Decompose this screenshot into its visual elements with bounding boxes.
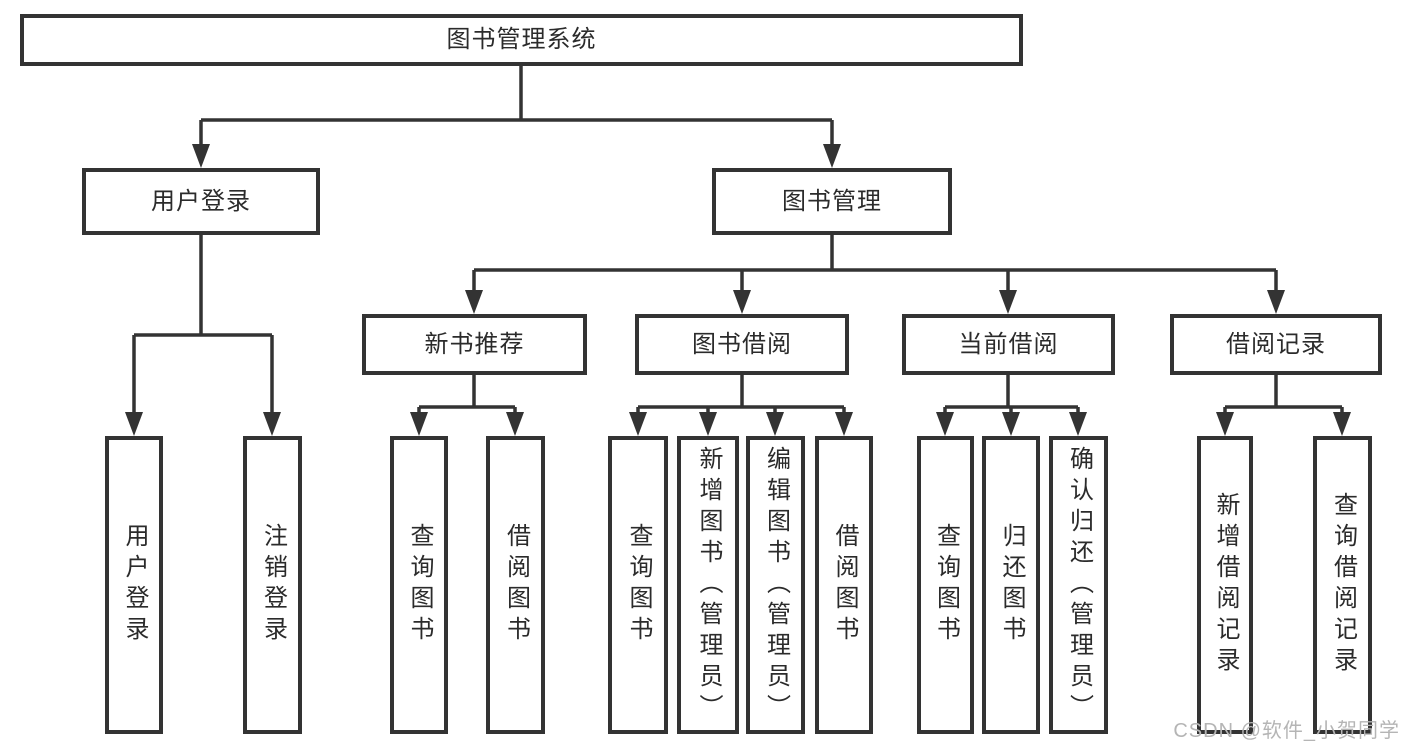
leaf-label: 注销登录	[259, 523, 287, 647]
node-root-library-management-system: 图书管理系统	[20, 14, 1023, 66]
node-new-book-recommendation: 新书推荐	[362, 314, 587, 375]
leaf-label: 确认归还（管理员）	[1065, 445, 1093, 725]
node-book-borrowing: 图书借阅	[635, 314, 849, 375]
leaf-label: 新增图书（管理员）	[695, 445, 722, 725]
node-label: 新书推荐	[424, 330, 525, 358]
node-borrowing-records: 借阅记录	[1170, 314, 1382, 375]
leaf-current-confirm-return-admin: 确认归还（管理员）	[1049, 436, 1108, 734]
node-label: 图书借阅	[692, 330, 792, 358]
leaf-label: 新增借阅记录	[1212, 492, 1239, 678]
leaf-borrowing-add-books-admin: 新增图书（管理员）	[677, 436, 739, 734]
leaf-user-login: 用户登录	[105, 436, 163, 734]
node-label: 用户登录	[151, 187, 251, 215]
node-label: 图书管理系统	[446, 26, 597, 53]
node-label: 当前借阅	[958, 330, 1059, 358]
node-label: 借阅记录	[1226, 330, 1326, 358]
leaf-records-add-borrow-record: 新增借阅记录	[1197, 436, 1253, 734]
csdn-watermark: CSDN @软件_小贺同学	[1173, 720, 1400, 742]
leaf-current-query-books: 查询图书	[917, 436, 974, 734]
leaf-label: 用户登录	[121, 523, 148, 647]
leaf-label: 查询图书	[932, 523, 960, 647]
node-user-login: 用户登录	[82, 168, 320, 235]
leaf-borrowing-edit-books-admin: 编辑图书（管理员）	[746, 436, 805, 734]
node-current-borrowing: 当前借阅	[902, 314, 1115, 375]
leaf-newbooks-borrow-books: 借阅图书	[486, 436, 545, 734]
node-book-management: 图书管理	[712, 168, 952, 235]
leaf-label: 归还图书	[998, 523, 1025, 647]
leaf-label: 查询图书	[625, 523, 652, 647]
leaf-label: 借阅图书	[502, 523, 530, 647]
leaf-label: 查询借阅记录	[1329, 492, 1357, 678]
leaf-borrowing-borrow-books: 借阅图书	[815, 436, 873, 734]
leaf-label: 查询图书	[406, 523, 433, 647]
leaf-current-return-books: 归还图书	[982, 436, 1040, 734]
leaf-logout-login: 注销登录	[243, 436, 302, 734]
leaf-borrowing-query-books: 查询图书	[608, 436, 668, 734]
leaf-records-query-borrow-record: 查询借阅记录	[1313, 436, 1372, 734]
leaf-label: 编辑图书（管理员）	[762, 445, 790, 725]
node-label: 图书管理	[782, 187, 882, 215]
leaf-newbooks-query-books: 查询图书	[390, 436, 448, 734]
leaf-label: 借阅图书	[831, 523, 858, 647]
